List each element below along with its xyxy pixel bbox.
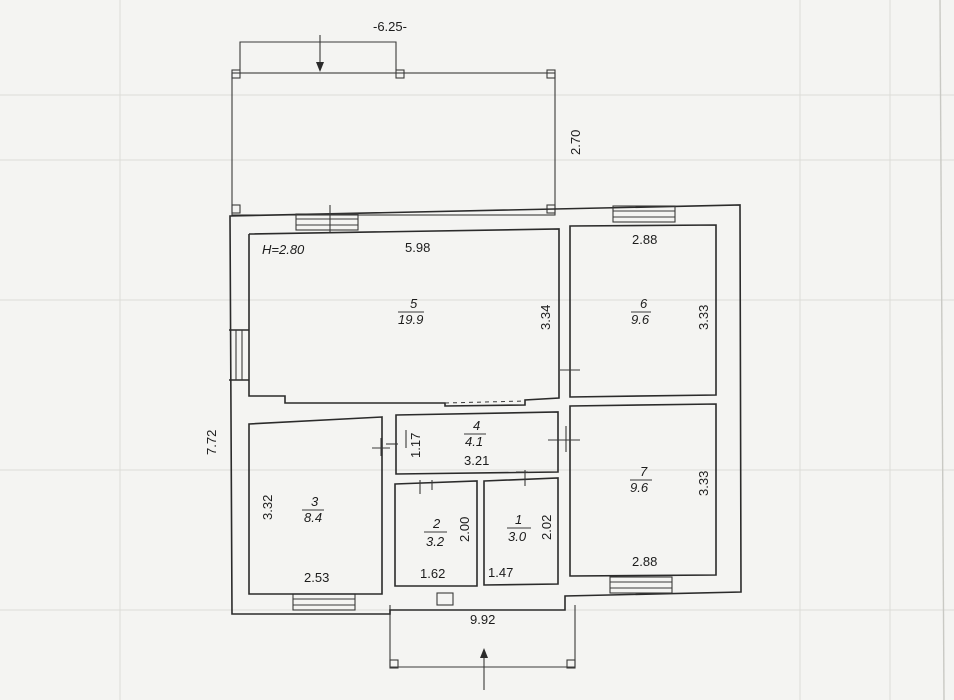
room-6-number: 6 [640, 296, 648, 311]
ceiling-height-label: H=2.80 [262, 242, 305, 257]
room-5-depth: 3.34 [538, 305, 553, 330]
room-3-outline [248, 416, 390, 595]
room-2-depth: 2.00 [457, 517, 472, 542]
windows [292, 205, 676, 611]
room-7-outline [548, 369, 717, 577]
room-7-width: 2.88 [632, 554, 657, 569]
room-3-width: 2.53 [304, 570, 329, 585]
room-6-outline [569, 224, 717, 398]
outer-walls [229, 204, 742, 615]
room-2-outline [394, 480, 478, 587]
top-porch [231, 35, 556, 216]
overall-height-dimension: 7.72 [204, 430, 219, 455]
paper-fold [939, 0, 945, 700]
porch-depth-dimension: 2.70 [568, 130, 583, 155]
room-2-area: 3.2 [426, 534, 445, 549]
room-7-area: 9.6 [630, 480, 649, 495]
room-5-width: 5.98 [405, 240, 430, 255]
room-6-depth: 3.33 [696, 305, 711, 330]
room-7-number: 7 [640, 464, 648, 479]
room-2-width: 1.62 [420, 566, 445, 581]
room-5-number: 5 [410, 296, 418, 311]
overall-width-dimension: 9.92 [470, 612, 495, 627]
room-1-width: 1.47 [488, 565, 513, 580]
room-7-depth: 3.33 [696, 471, 711, 496]
room-1-area: 3.0 [508, 529, 527, 544]
room-1-outline [483, 470, 559, 586]
room-1-number: 1 [515, 512, 522, 527]
room-5-area: 19.9 [398, 312, 423, 327]
passage-dashed-line [444, 400, 526, 404]
room-1-depth: 2.02 [539, 515, 554, 540]
room-4-number: 4 [473, 418, 480, 433]
room-4-depth: 1.17 [408, 433, 423, 458]
room-2-number: 2 [432, 516, 441, 531]
bottom-porch [389, 605, 576, 690]
room-4-width: 3.21 [464, 453, 489, 468]
room-6-area: 9.6 [631, 312, 650, 327]
room-4-area: 4.1 [465, 434, 483, 449]
porch-width-dimension: -6.25- [373, 19, 407, 34]
room-5-outline [248, 228, 560, 407]
room-3-area: 8.4 [304, 510, 322, 525]
room-6-width: 2.88 [632, 232, 657, 247]
room-3-number: 3 [311, 494, 319, 509]
room-3-depth: 3.32 [260, 495, 275, 520]
room-4-outline [386, 411, 559, 475]
